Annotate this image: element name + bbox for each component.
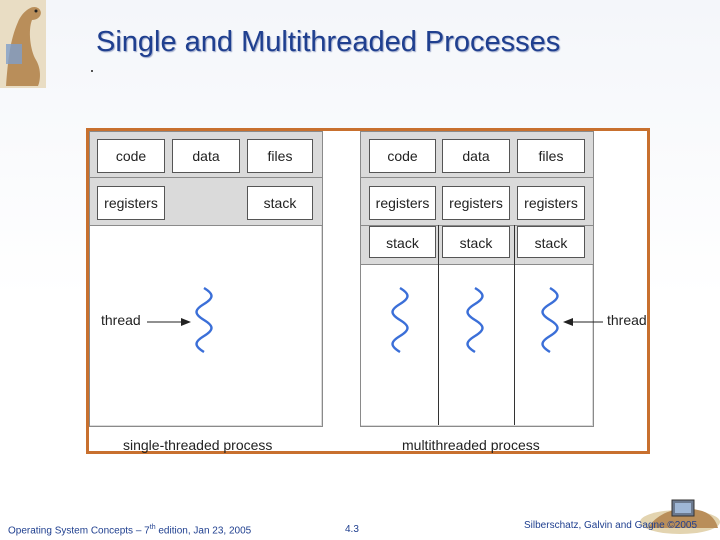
- footer-page-number: 4.3: [345, 524, 359, 535]
- single-caption: single-threaded process: [123, 437, 273, 453]
- multi-registers-box-1: registers: [369, 186, 436, 220]
- single-thread-label: thread: [101, 312, 141, 328]
- single-row-divider: [89, 177, 322, 178]
- title-bullet-dot: [91, 70, 93, 72]
- process-diagram: code data files registers stack thread s…: [86, 128, 650, 454]
- single-files-box: files: [247, 139, 313, 173]
- squiggle-thread-icon: [466, 286, 484, 354]
- single-stack-box: stack: [247, 186, 313, 220]
- footer-left-sup: th: [149, 524, 156, 531]
- single-code-box: code: [97, 139, 165, 173]
- squiggle-thread-icon: [541, 286, 559, 354]
- multi-row-divider: [360, 225, 593, 226]
- multi-registers-box-2: registers: [442, 186, 510, 220]
- multi-stack-box-1: stack: [369, 226, 436, 258]
- multi-thread-label: thread: [607, 312, 647, 328]
- multi-stack-box-2: stack: [442, 226, 510, 258]
- single-thread-area: [90, 226, 321, 425]
- multi-registers-box-3: registers: [517, 186, 585, 220]
- dinosaur-logo-icon: [0, 0, 46, 88]
- multi-caption: multithreaded process: [402, 437, 540, 453]
- footer-left: Operating System Concepts – 7th edition,…: [8, 524, 251, 536]
- dinosaur-computer-logo-icon: [640, 499, 720, 534]
- arrow-right-icon: [147, 318, 191, 326]
- multi-files-box: files: [517, 139, 585, 173]
- arrow-left-icon: [563, 318, 603, 326]
- multi-code-box: code: [369, 139, 436, 173]
- thread-divider: [514, 225, 515, 425]
- squiggle-thread-icon: [391, 286, 409, 354]
- multi-stack-box-3: stack: [517, 226, 585, 258]
- squiggle-thread-icon: [195, 286, 213, 354]
- single-data-box: data: [172, 139, 240, 173]
- thread-divider: [438, 225, 439, 425]
- footer-left-post: edition, Jan 23, 2005: [155, 525, 252, 537]
- footer-left-pre: Operating System Concepts – 7: [8, 525, 150, 537]
- footer-right: Silberschatz, Galvin and Gagne ©2005: [524, 520, 698, 531]
- multi-row-divider: [360, 264, 593, 265]
- single-row-divider: [89, 225, 322, 226]
- multi-data-box: data: [442, 139, 510, 173]
- single-registers-box: registers: [97, 186, 165, 220]
- slide-title: Single and Multithreaded Processes: [96, 26, 561, 58]
- multi-row-divider: [360, 177, 593, 178]
